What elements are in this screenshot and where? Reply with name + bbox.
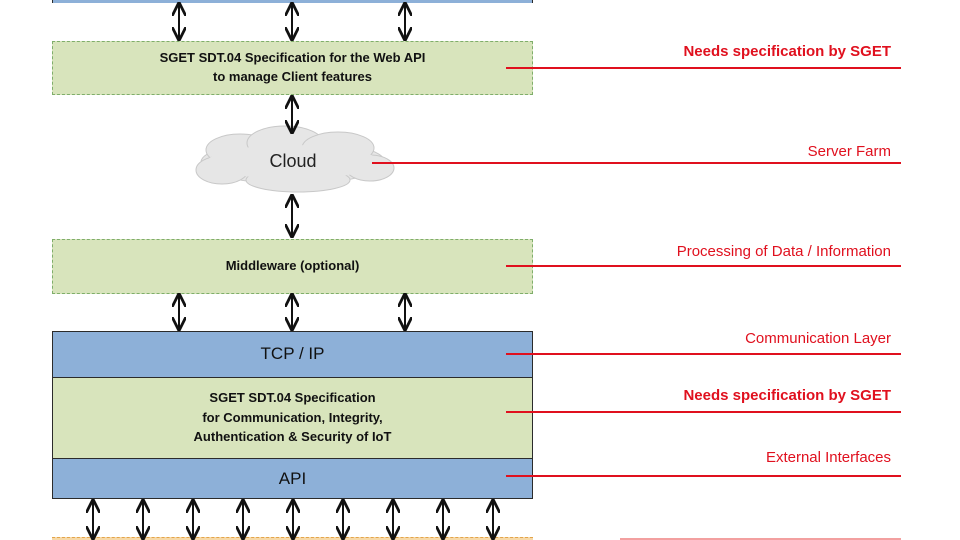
stack-divider-2 — [52, 458, 533, 459]
annotation-api: External Interfaces — [765, 449, 891, 466]
tcp-ip-layer: TCP / IP — [52, 331, 533, 377]
cloud-label: Cloud — [269, 150, 317, 171]
annotation-comm-spec: Needs specification by SGET — [683, 387, 891, 404]
middleware-box: Middleware (optional) — [52, 239, 533, 294]
comm-spec-text: SGET SDT.04 Specification for Communicat… — [193, 390, 392, 445]
stack-divider-1 — [52, 377, 533, 378]
top-layer-edge — [52, 0, 533, 3]
annotation-middleware: Processing of Data / Information — [676, 243, 891, 260]
annotation-web-api-spec: Needs specification by SGET — [683, 43, 891, 60]
tcp-ip-text: TCP / IP — [260, 344, 325, 363]
middleware-text: Middleware (optional) — [225, 258, 360, 274]
web-api-spec-text: SGET SDT.04 Specification for the Web AP… — [159, 50, 426, 84]
comm-spec-layer: SGET SDT.04 Specification for Communicat… — [52, 377, 533, 458]
annotation-cloud: Server Farm — [807, 143, 891, 160]
api-text: API — [278, 468, 307, 488]
web-api-spec-box: SGET SDT.04 Specification for the Web AP… — [52, 41, 533, 95]
annotation-tcp-ip: Communication Layer — [745, 330, 891, 347]
api-layer: API — [52, 458, 533, 499]
